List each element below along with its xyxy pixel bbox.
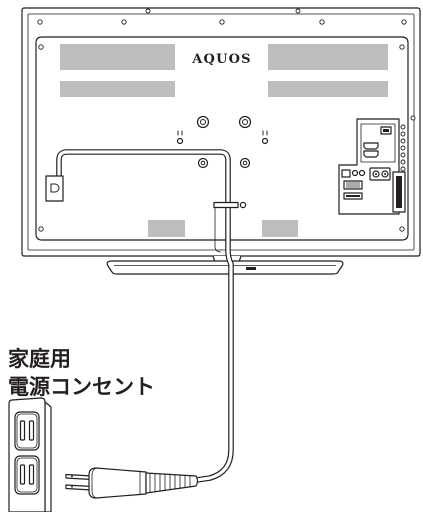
mount-hole [197, 157, 209, 169]
tv-bezel-line [27, 13, 415, 251]
screw [399, 226, 405, 232]
port-pins [346, 182, 360, 188]
clamp-screw [239, 201, 247, 209]
screw [121, 19, 127, 25]
hole-marker [262, 130, 268, 136]
jack-center [384, 173, 386, 175]
jack [358, 169, 366, 177]
vent-grille [268, 81, 388, 97]
plug-body [88, 467, 147, 499]
indicator-column [400, 124, 406, 172]
screw [37, 19, 43, 25]
tv-stand [106, 255, 344, 275]
outlet-socket-rim [16, 413, 38, 449]
port-inner [383, 129, 389, 132]
jack [400, 131, 406, 137]
plug-grip-ribs [149, 473, 191, 493]
port [341, 169, 351, 178]
tv-rear-view: AQUOS [21, 7, 421, 257]
small-hole [176, 137, 184, 145]
clamp-bar [213, 201, 239, 209]
jack [400, 124, 406, 130]
mount-hole-inner [242, 119, 248, 125]
brand-logo-text: AQUOS [191, 52, 251, 67]
jack [400, 152, 406, 158]
mount-hole [196, 115, 210, 129]
screw [401, 19, 407, 25]
outlet-plate-side [44, 401, 52, 512]
outlet-label-line2: 電源コンセント [8, 375, 155, 399]
outlet-slot [19, 464, 26, 485]
wall-outlet-icon [8, 397, 52, 512]
cable-clamp [213, 201, 247, 253]
jack [400, 145, 406, 151]
jack [351, 169, 359, 177]
mount-hole [238, 115, 252, 129]
mount-hole-inner [242, 160, 248, 166]
cover-screws [38, 44, 405, 232]
outlet-slot [28, 420, 35, 441]
vent-grille [268, 44, 388, 70]
cable-holder [214, 208, 222, 253]
screw [399, 44, 405, 50]
screw [319, 19, 325, 25]
wall-mount-holes [176, 115, 269, 169]
small-hole [261, 137, 269, 145]
vent-grille [60, 44, 175, 70]
stand-detail [246, 267, 256, 270]
vent-grille [148, 220, 185, 237]
hole-marker [177, 130, 183, 136]
vent-grilles [60, 44, 388, 237]
screw [410, 115, 416, 121]
ac-inlet-socket [50, 183, 60, 193]
jack [400, 159, 406, 165]
mount-hole [239, 157, 251, 169]
screw [295, 8, 301, 14]
vent-grille [262, 220, 298, 237]
outlet-socket-rim [16, 457, 38, 493]
prong-hole [71, 475, 73, 478]
hdmi-port [363, 142, 379, 150]
outlet-socket [14, 455, 40, 495]
port-inner [346, 195, 360, 197]
screw [145, 8, 151, 14]
jack [400, 166, 406, 172]
vent-grille [60, 81, 175, 97]
outlet-slot [28, 464, 35, 485]
outlet-socket [14, 411, 40, 451]
jack [400, 138, 406, 144]
screw [219, 19, 225, 25]
outlet-label-line1: 家庭用 [8, 347, 71, 371]
jack-center [375, 173, 377, 175]
stand-base [106, 260, 344, 275]
hdmi-port [363, 150, 379, 158]
power-plug-icon [65, 467, 199, 499]
plug-body-edge [91, 467, 97, 499]
terminal-panel [338, 118, 406, 215]
terminal-upper-box [360, 123, 396, 163]
plug-prong [65, 484, 93, 491]
screw [38, 44, 44, 50]
outlet-slot [19, 420, 26, 441]
plug-prong [65, 473, 93, 481]
terminal-panel-frame [338, 118, 400, 215]
screw [38, 226, 44, 232]
ac-inlet [45, 175, 64, 202]
prong-hole [71, 485, 73, 488]
outlet-label: 家庭用 電源コンセント [8, 347, 155, 399]
mount-hole-inner [200, 119, 206, 125]
mount-hole-inner [200, 160, 206, 166]
ac-inlet-body [45, 175, 64, 202]
card-slot-inner [396, 176, 402, 208]
bezel-screws [37, 8, 416, 121]
